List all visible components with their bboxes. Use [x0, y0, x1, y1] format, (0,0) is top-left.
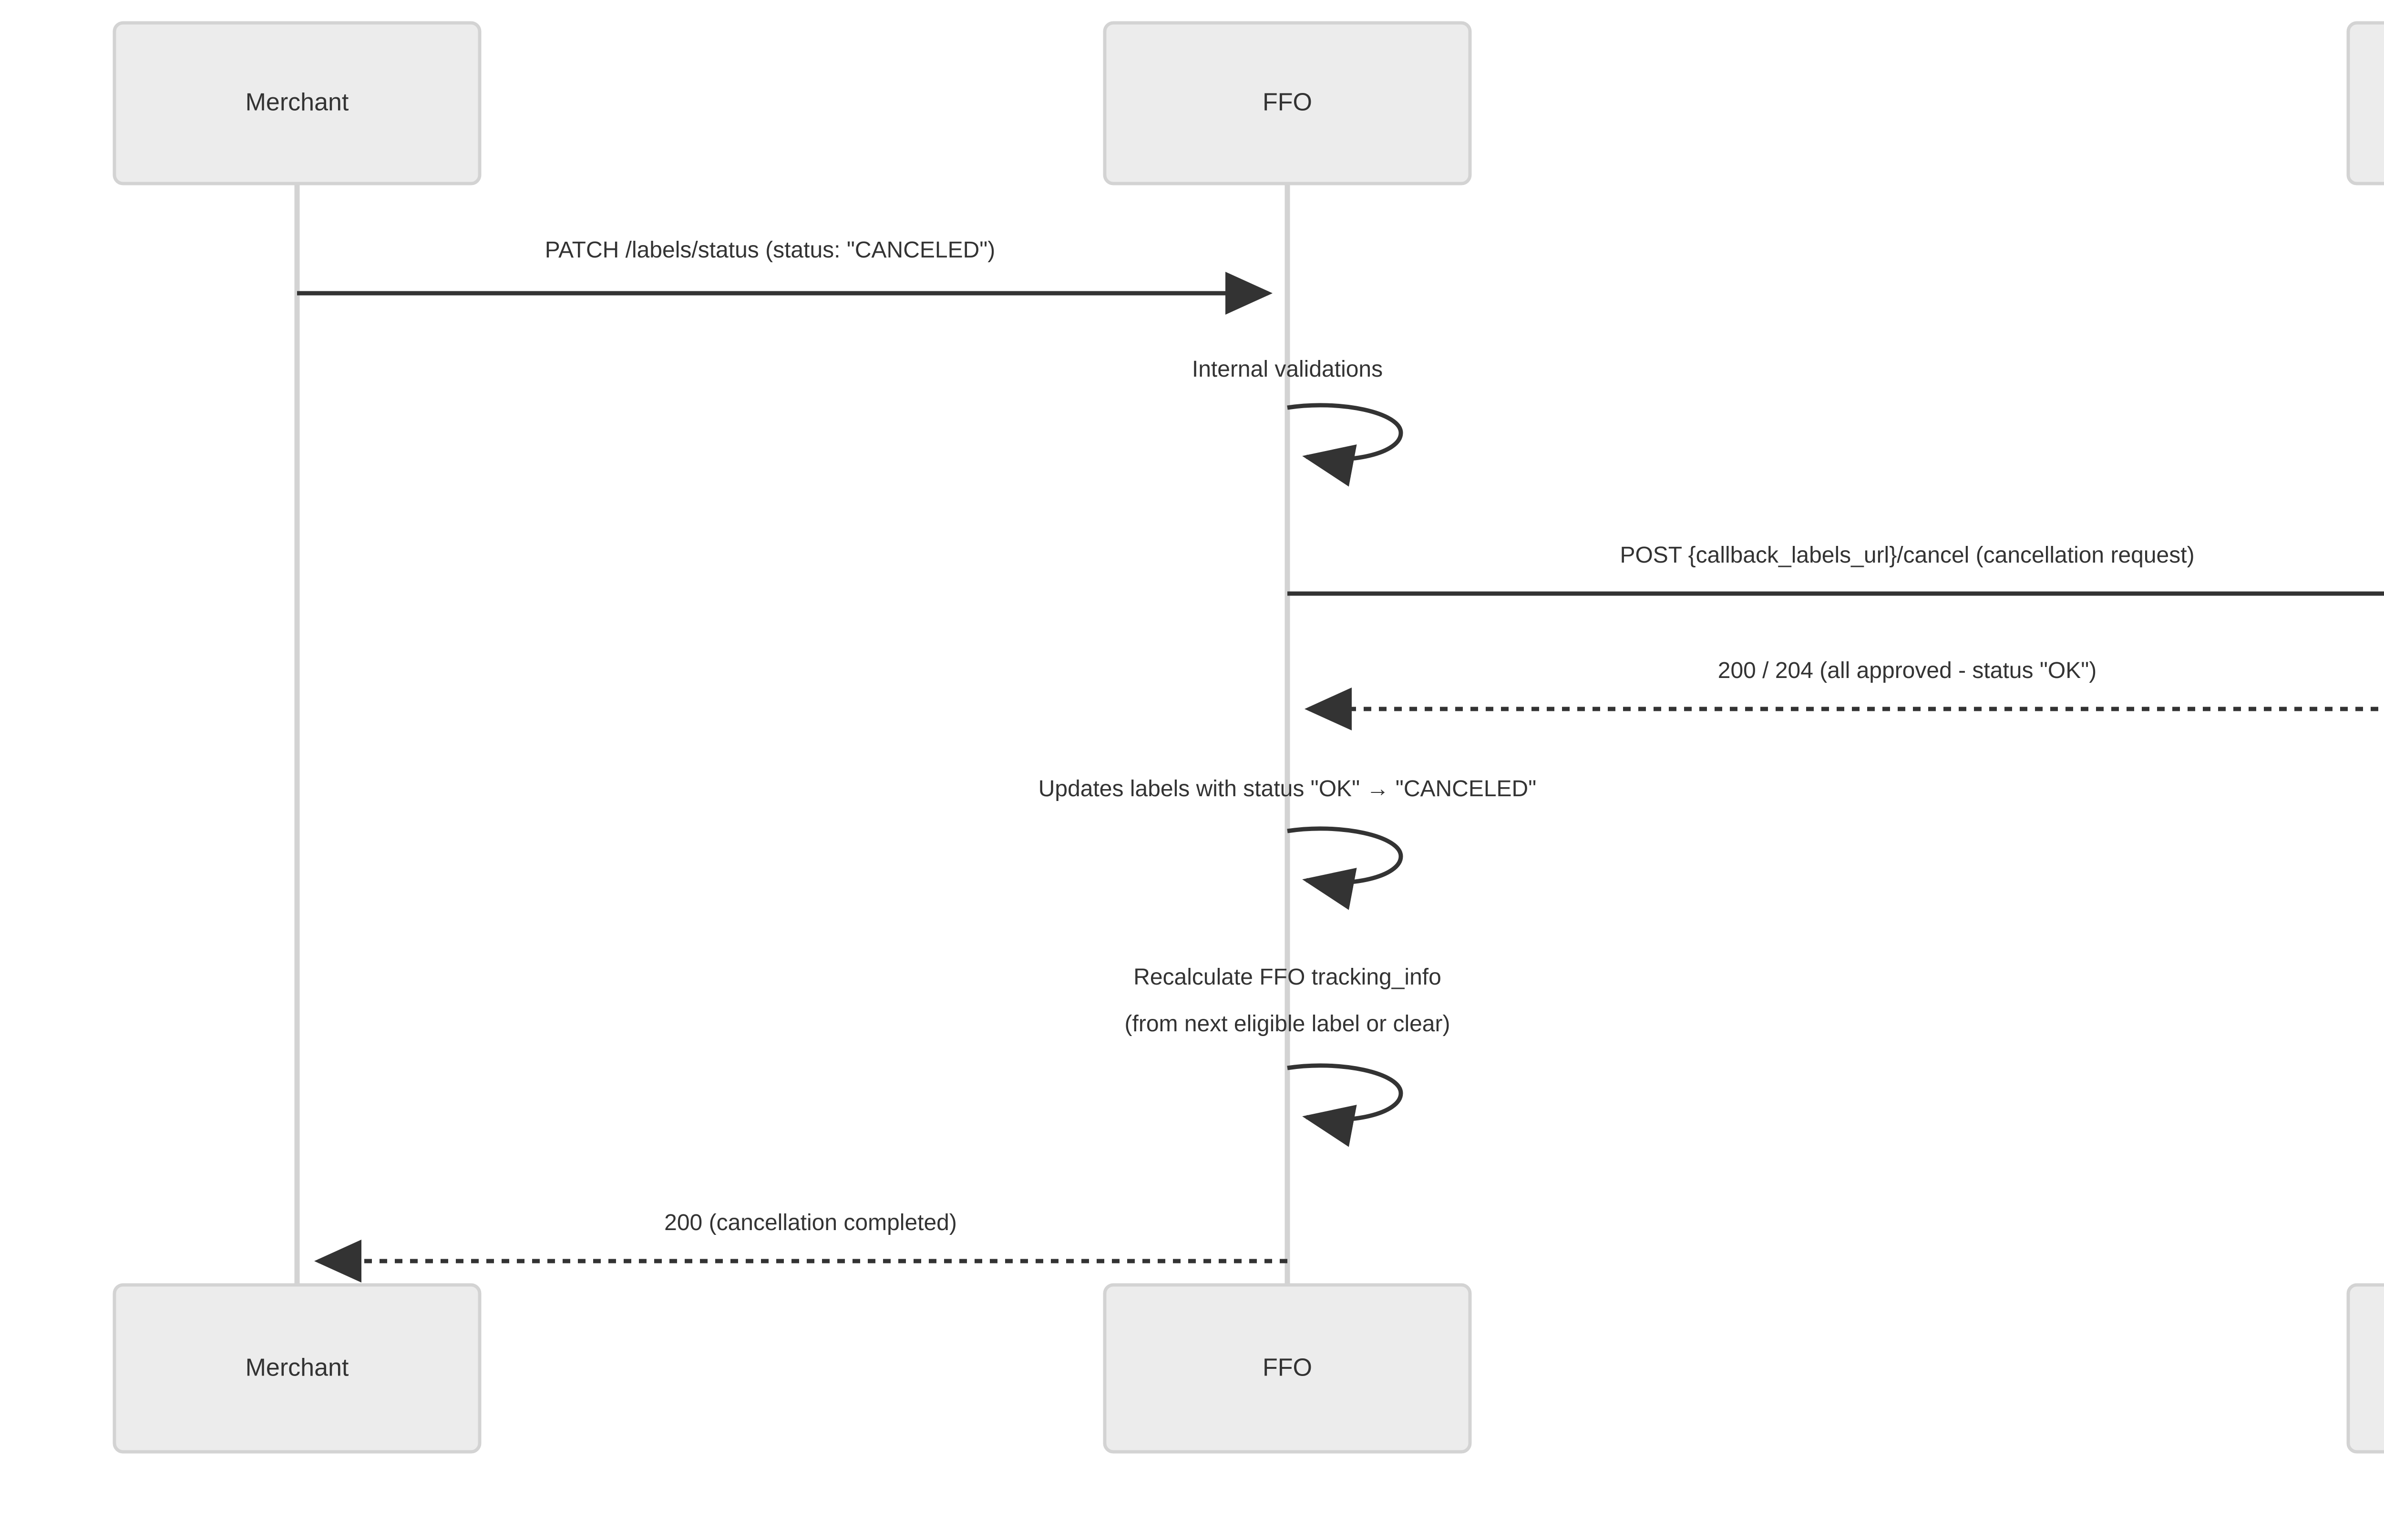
self-loop-arc: [1287, 826, 1403, 910]
message-label-updates-labels: Updates labels with status "OK" → "CANCE…: [1038, 776, 1537, 801]
actor-boxes-top: Merchant FFO Carrier: [113, 21, 2384, 185]
message-label-recalculate-tracking-info-line2: (from next eligible label or clear): [1125, 1011, 1450, 1037]
message-label-internal-validations: Internal validations: [1192, 357, 1383, 382]
actor-box-merchant-bottom[interactable]: Merchant: [113, 1283, 482, 1454]
self-loop-arc: [1287, 1063, 1403, 1147]
actor-box-carrier-bottom[interactable]: Carrier: [2346, 1283, 2384, 1454]
actor-boxes-bottom: Merchant FFO Carrier: [113, 1283, 2384, 1454]
actor-box-ffo-bottom[interactable]: FFO: [1103, 1283, 1472, 1454]
self-loop-arc: [1287, 403, 1403, 487]
actor-label-merchant-top: Merchant: [246, 89, 349, 116]
message-label-post-cancel: POST {callback_labels_url}/cancel (cance…: [1620, 543, 2194, 568]
lifelines: [294, 184, 1290, 1285]
message-200-cancellation-completed[interactable]: 200 (cancellation completed): [314, 1210, 1287, 1283]
message-label-200-cancellation-completed: 200 (cancellation completed): [664, 1210, 957, 1235]
actor-label-ffo-bottom: FFO: [1263, 1354, 1312, 1382]
actor-box-merchant-top[interactable]: Merchant: [113, 21, 482, 185]
actor-box-carrier-top[interactable]: Carrier: [2346, 21, 2384, 185]
actor-box-rect: [2346, 21, 2384, 185]
actor-box-rect: [1103, 1283, 1472, 1454]
actor-label-ffo-top: FFO: [1263, 89, 1312, 116]
actor-box-rect: [113, 1283, 482, 1454]
message-label-patch-labels-status: PATCH /labels/status (status: "CANCELED"…: [545, 237, 996, 263]
actor-box-rect: [2346, 1283, 2384, 1454]
message-200-204-approved[interactable]: 200 / 204 (all approved - status "OK"): [1305, 658, 2384, 730]
message-label-recalculate-tracking-info-line1: Recalculate FFO tracking_info: [1133, 965, 1441, 990]
actor-label-merchant-bottom: Merchant: [246, 1354, 349, 1382]
message-internal-validations[interactable]: Internal validations: [1192, 357, 1403, 487]
actor-box-rect: [1103, 21, 1472, 185]
actor-box-ffo-top[interactable]: FFO: [1103, 21, 1472, 185]
message-label-200-204-approved: 200 / 204 (all approved - status "OK"): [1718, 658, 2096, 683]
message-post-cancel[interactable]: POST {callback_labels_url}/cancel (cance…: [1287, 543, 2384, 596]
message-recalculate-tracking-info[interactable]: Recalculate FFO tracking_info (from next…: [1125, 965, 1450, 1147]
message-patch-labels-status[interactable]: PATCH /labels/status (status: "CANCELED"…: [297, 237, 1273, 315]
message-updates-labels[interactable]: Updates labels with status "OK" → "CANCE…: [1038, 776, 1537, 910]
actor-box-rect: [113, 21, 482, 185]
